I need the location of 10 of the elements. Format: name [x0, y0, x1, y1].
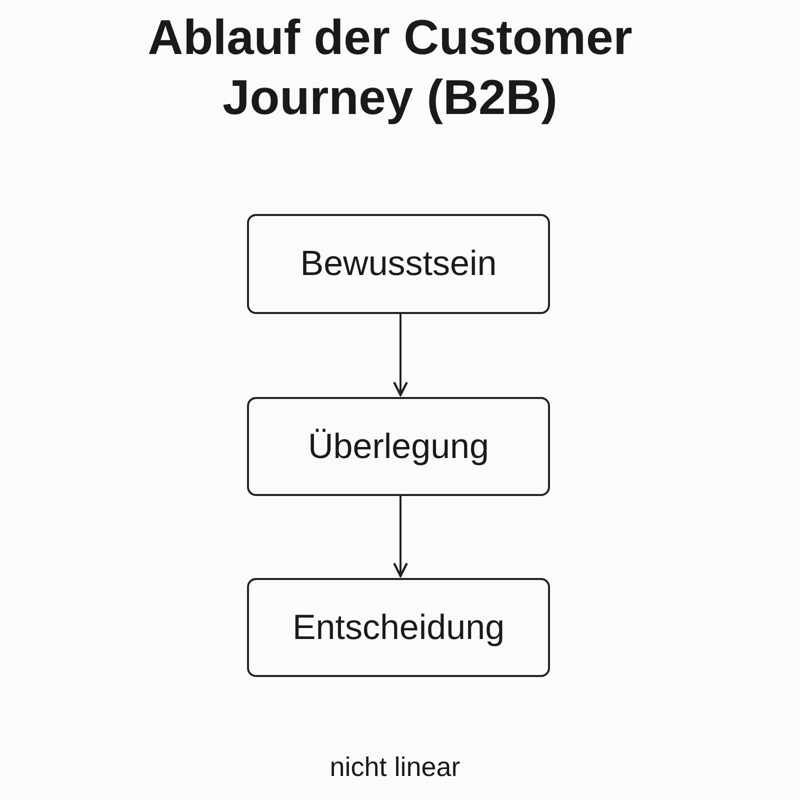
arrow [392, 496, 408, 578]
arrow [392, 314, 408, 396]
note-text: nicht linear [330, 752, 460, 783]
stage-box [247, 397, 550, 496]
diagram-title: Ablauf der Customer Journey (B2B) [146, 10, 634, 127]
stage-label: Bewusstsein [300, 244, 497, 284]
stage-label: Überlegung [308, 426, 489, 466]
stage-box [247, 578, 550, 677]
stage-label: Entscheidung [292, 608, 505, 648]
stage-box [247, 214, 550, 314]
